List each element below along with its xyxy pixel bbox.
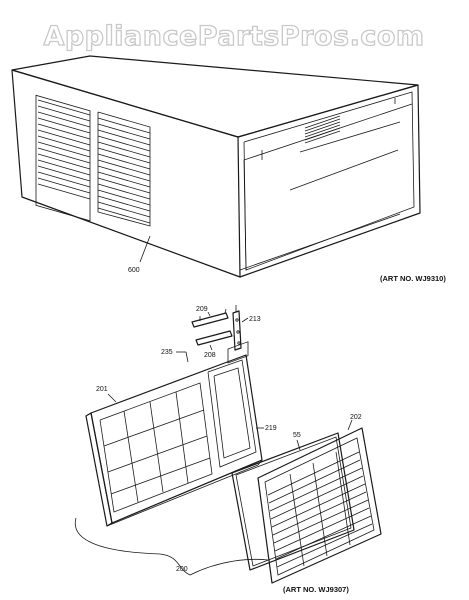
- front-louvers-right: [97, 111, 151, 227]
- front-grille-202: [257, 427, 382, 584]
- callout-200: 200: [176, 566, 188, 573]
- callout-235: 235: [161, 349, 173, 356]
- rear-grille: [304, 115, 341, 144]
- callout-219: 219: [265, 425, 277, 432]
- front-frame-201: [85, 341, 263, 527]
- bracket-parts: [191, 305, 242, 351]
- callout-55: 55: [293, 432, 301, 439]
- air-filter-55: [231, 432, 355, 571]
- callout-leader-600: [139, 235, 151, 263]
- art-number-bottom: (ART NO. WJ9307): [283, 585, 349, 594]
- art-number-top: (ART NO. WJ9310): [380, 274, 446, 283]
- callout-brace-200: [74, 517, 269, 576]
- callout-208: 208: [204, 352, 216, 359]
- callout-201: 201: [96, 386, 108, 393]
- callout-209: 209: [196, 306, 208, 313]
- callout-213: 213: [249, 316, 261, 323]
- watermark-text: AppliancePartsPros.com: [43, 21, 424, 52]
- callout-202: 202: [350, 414, 362, 421]
- front-louvers-left: [35, 94, 91, 222]
- cabinet-shell: 600: [11, 55, 421, 278]
- callout-600: 600: [128, 267, 140, 274]
